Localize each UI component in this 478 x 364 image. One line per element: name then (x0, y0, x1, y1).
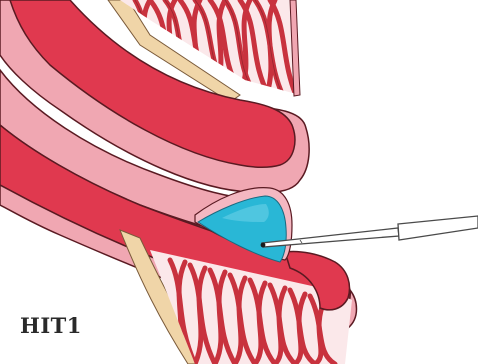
needle-injector (261, 216, 478, 247)
injector-catheter (398, 216, 478, 240)
figure-caption: HIT1 (20, 313, 82, 338)
needle-tip (261, 243, 266, 248)
